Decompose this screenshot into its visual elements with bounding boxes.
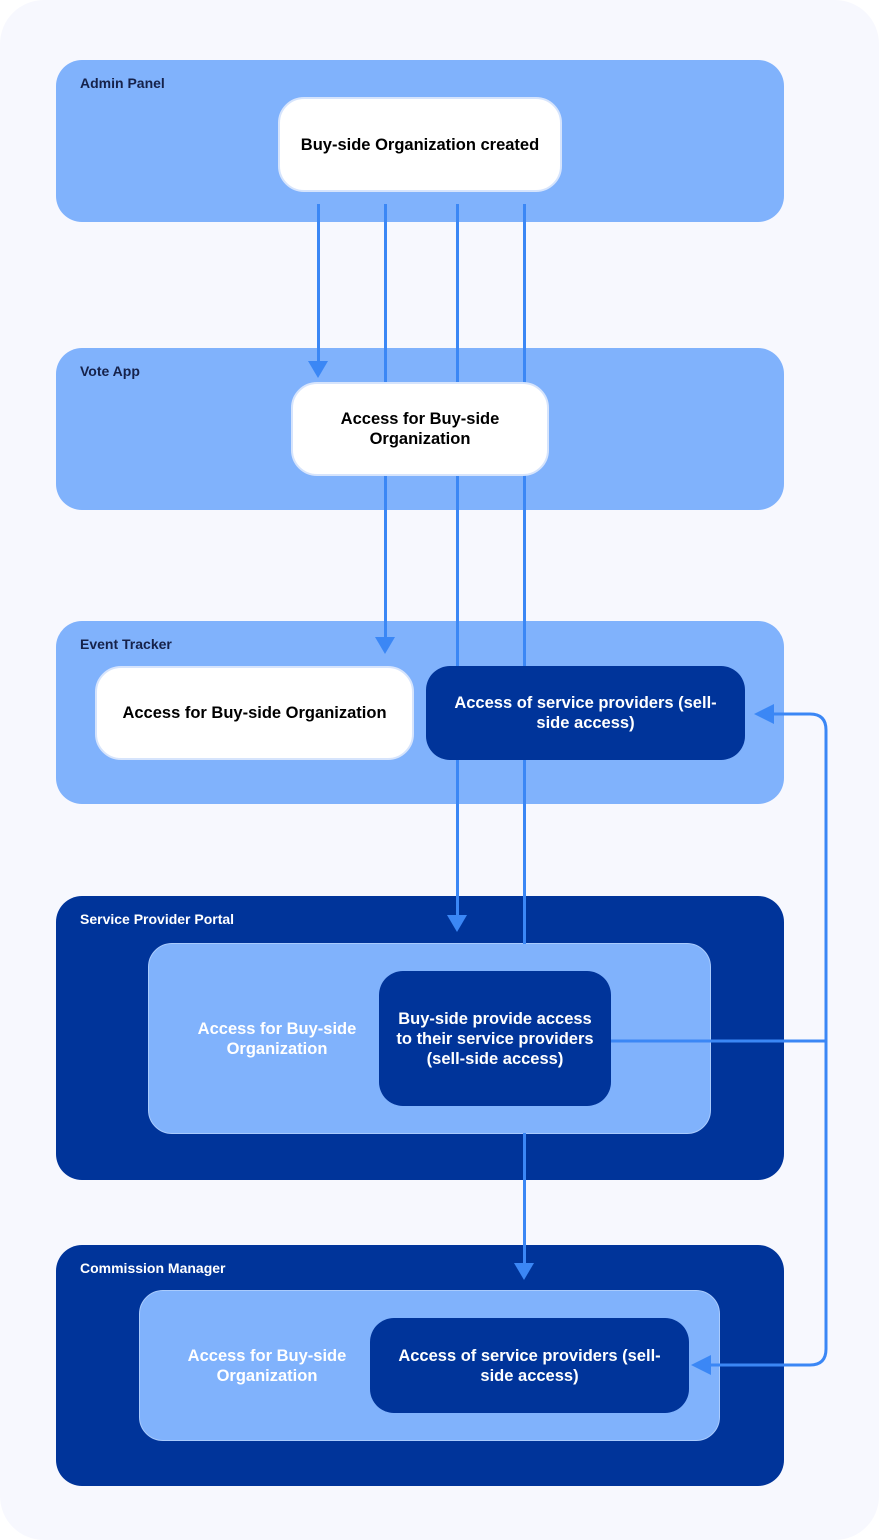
event-tracker-buy-side-access-node[interactable]: Access for Buy-side Organization [95, 666, 414, 760]
event-tracker-label: Event Tracker [80, 636, 172, 652]
connector-arrowhead-3 [447, 915, 467, 932]
connector-arrowhead-5 [514, 1263, 534, 1280]
cm-buy-side-access-text: Access for Buy-side Organization [187, 1347, 347, 1385]
spp-buy-side-access-text: Access for Buy-side Organization [197, 1020, 357, 1058]
feedback-arrowhead-event-tracker [754, 704, 774, 724]
commission-manager-service-providers-node[interactable]: Access of service providers (sell-side a… [370, 1318, 689, 1413]
connector-line-3 [456, 204, 459, 916]
commission-manager-label: Commission Manager [80, 1260, 226, 1276]
buy-side-provide-access-node[interactable]: Buy-side provide access to their service… [379, 971, 611, 1106]
event-tracker-service-providers-node[interactable]: Access of service providers (sell-side a… [426, 666, 745, 760]
service-provider-portal-label: Service Provider Portal [80, 911, 235, 927]
connector-arrowhead-2 [375, 637, 395, 654]
admin-panel-label: Admin Panel [80, 75, 165, 91]
buy-side-organization-created-node[interactable]: Buy-side Organization created [278, 97, 562, 192]
connector-line-5 [523, 1133, 526, 1264]
connector-line-1 [317, 204, 320, 362]
feedback-arrowhead-commission-manager [691, 1355, 711, 1375]
vote-app-label: Vote App [80, 363, 140, 379]
connector-line-4 [523, 204, 526, 944]
connector-arrowhead-1 [308, 361, 328, 378]
vote-app-buy-side-access-node[interactable]: Access for Buy-side Organization [291, 382, 549, 476]
